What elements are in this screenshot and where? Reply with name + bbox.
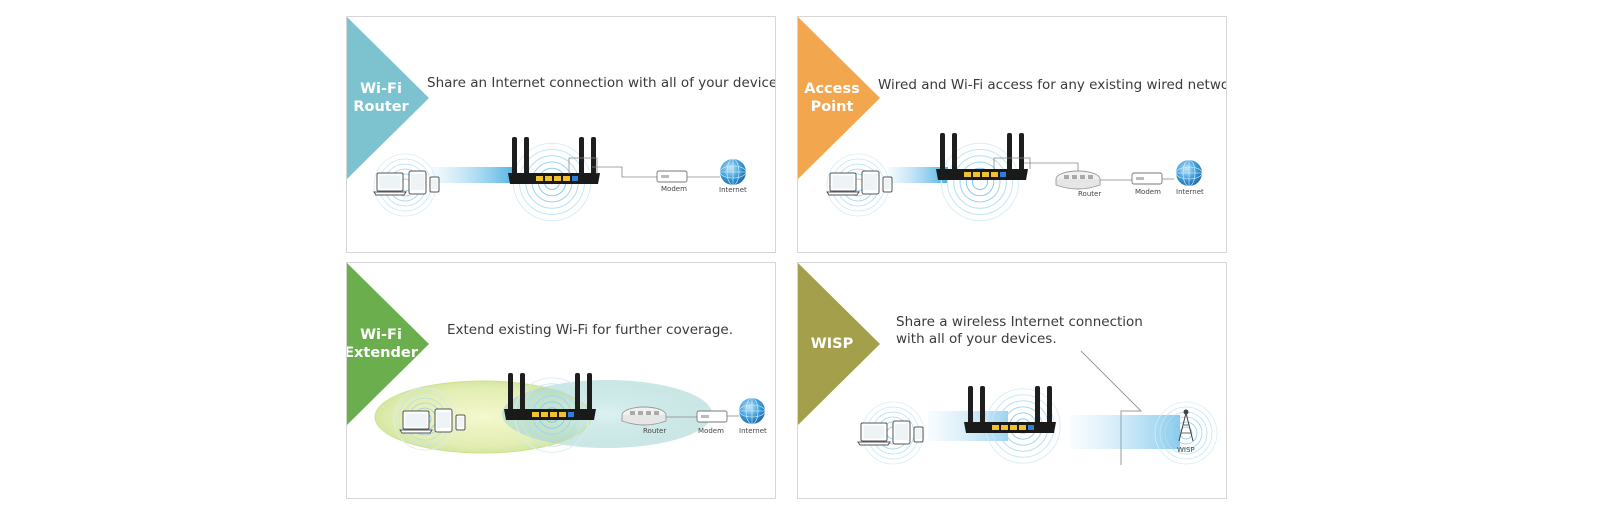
modem-icon: [696, 410, 728, 423]
globe-icon: [719, 158, 747, 186]
router-label: Router: [643, 427, 666, 435]
cable: [568, 157, 598, 174]
internet-label: Internet: [739, 427, 767, 435]
access-point-title: Access Point: [804, 81, 860, 115]
wifi-extender-diagram: Router Modem Internet: [374, 373, 767, 454]
modem-icon: [1131, 172, 1163, 185]
wifi-router-mode-panel: Wi-Fi Router Share an Internet connectio…: [346, 16, 776, 253]
wifi-beam: [888, 167, 948, 183]
wifi-router-diagram: Modem Internet: [373, 137, 747, 222]
cable: [993, 157, 1031, 169]
laptop-icon: [857, 420, 924, 446]
wifi-router-icon: [508, 137, 600, 184]
router-label: Router: [1078, 190, 1101, 198]
wifi-beam: [432, 167, 517, 183]
modem-label: Modem: [1135, 188, 1161, 196]
globe-icon: [1175, 159, 1203, 187]
modem-label: Modem: [698, 427, 724, 435]
wisp-tower-icon: [1178, 409, 1194, 442]
internet-label: Internet: [719, 186, 747, 194]
modem-icon: [656, 170, 688, 183]
wifi-router-description: Share an Internet connection with all of…: [427, 75, 776, 91]
router-switch-icon: [1055, 170, 1101, 190]
wifi-extender-description: Extend existing Wi-Fi for further covera…: [447, 322, 734, 338]
wisp-mode-panel: WISP Share a wireless Internet connectio…: [797, 262, 1227, 499]
access-point-description: Wired and Wi-Fi access for any existing …: [878, 77, 1227, 93]
router-switch-icon: [621, 406, 667, 426]
wisp-beam: [1070, 415, 1180, 449]
wifi-extender-mode-panel: Wi-Fi Extender Extend existing Wi-Fi for…: [346, 262, 776, 499]
wisp-diagram: WISP: [857, 350, 1218, 465]
wifi-router-title: Wi-Fi Router: [353, 81, 409, 115]
cable: [592, 166, 657, 178]
wifi-router-icon: [936, 133, 1028, 180]
modem-label: Modem: [661, 185, 687, 193]
wisp-label: WISP: [1177, 446, 1195, 454]
access-point-diagram: Router Modem Internet: [826, 133, 1204, 222]
globe-icon: [738, 397, 766, 425]
wisp-description: Share a wireless Internet connection wit…: [896, 314, 1143, 347]
wifi-extender-title: Wi-Fi Extender: [346, 327, 418, 361]
wisp-title: WISP: [810, 336, 854, 352]
extended-wifi-coverage: [502, 380, 712, 448]
internet-label: Internet: [1176, 188, 1204, 196]
access-point-mode-panel: Access Point Wired and Wi-Fi access for …: [797, 16, 1227, 253]
